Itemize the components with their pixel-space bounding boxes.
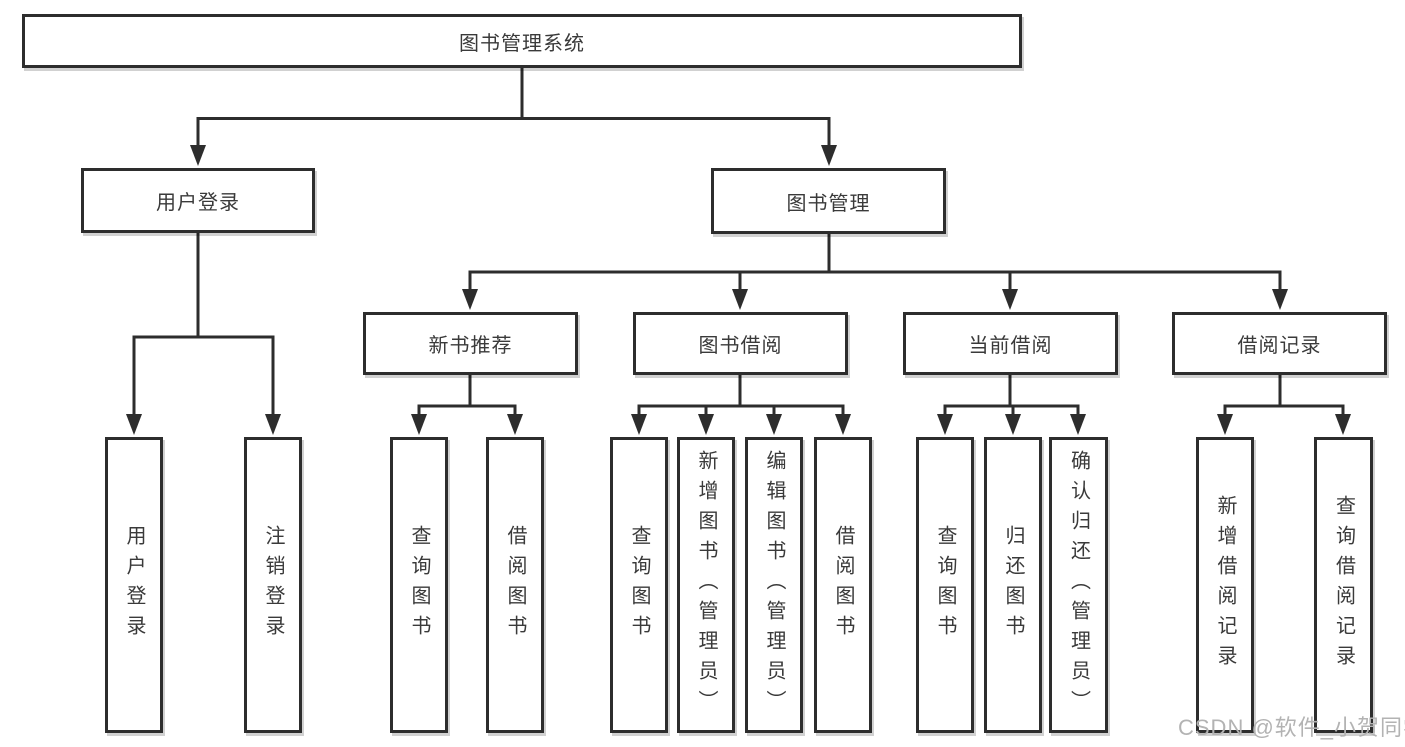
leaf-add-books-admin: 新增图书（管理员）: [677, 437, 735, 733]
node-label: 查询借阅记录: [1332, 495, 1355, 675]
node-label: 查询图书: [628, 525, 650, 645]
leaf-edit-books-admin: 编辑图书（管理员）: [745, 437, 803, 733]
node-label: 新增借阅记录: [1214, 495, 1236, 675]
node-label: 图书借阅: [698, 335, 783, 357]
leaf-query-books: 查询图书: [610, 437, 668, 733]
leaf-confirm-return-admin: 确认归还（管理员）: [1049, 437, 1108, 733]
node-label: 当前借阅: [968, 335, 1053, 357]
leaf-query-books: 查询图书: [916, 437, 974, 733]
leaf-borrow-books: 借阅图书: [814, 437, 872, 733]
arrowheads: [126, 145, 1351, 435]
node-new-book-recommend: 新书推荐: [363, 312, 578, 375]
node-label: 借阅图书: [832, 525, 854, 645]
node-book-management: 图书管理: [711, 168, 946, 234]
node-label: 用户登录: [123, 525, 145, 645]
node-label: 查询图书: [934, 525, 956, 645]
leaf-add-borrow-record: 新增借阅记录: [1196, 437, 1254, 733]
leaf-logout: 注销登录: [244, 437, 302, 733]
node-label: 归还图书: [1002, 525, 1024, 645]
leaf-borrow-books: 借阅图书: [486, 437, 544, 733]
node-label: 用户登录: [156, 192, 240, 214]
node-current-borrowing: 当前借阅: [903, 312, 1118, 375]
node-label: 注销登录: [262, 525, 284, 645]
node-label: 新增图书（管理员）: [695, 450, 717, 720]
node-label: 图书管理系统: [459, 32, 585, 55]
node-label: 编辑图书（管理员）: [763, 450, 785, 720]
node-label: 借阅图书: [504, 525, 526, 645]
leaf-query-books: 查询图书: [390, 437, 448, 733]
node-book-borrowing: 图书借阅: [633, 312, 848, 375]
node-library-management-system: 图书管理系统: [22, 14, 1022, 68]
node-label: 新书推荐: [428, 335, 513, 357]
node-label: 图书管理: [786, 192, 871, 215]
leaf-return-books: 归还图书: [984, 437, 1042, 733]
node-user-login: 用户登录: [81, 168, 315, 233]
node-borrow-records: 借阅记录: [1172, 312, 1387, 375]
node-label: 查询图书: [408, 525, 430, 645]
leaf-user-login: 用户登录: [105, 437, 163, 733]
csdn-watermark: CSDN @软件_小贺同学: [1178, 715, 1405, 740]
node-label: 确认归还（管理员）: [1067, 450, 1090, 720]
node-label: 借阅记录: [1237, 335, 1322, 357]
leaf-query-borrow-record: 查询借阅记录: [1314, 437, 1373, 733]
